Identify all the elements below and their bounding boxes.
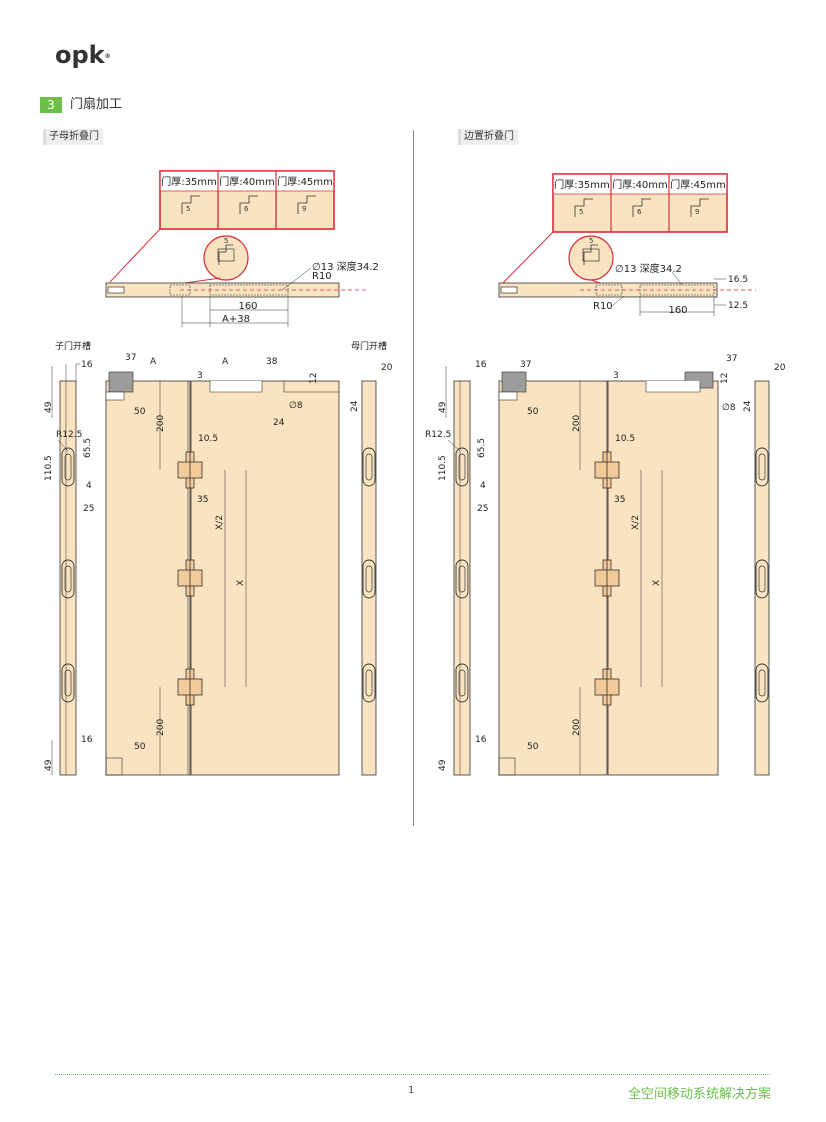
left-magnifier: 5 — [109, 228, 249, 284]
svg-text:10.5: 10.5 — [198, 434, 218, 444]
svg-text:16: 16 — [475, 735, 487, 745]
svg-text:16: 16 — [81, 735, 93, 745]
svg-text:200: 200 — [156, 719, 166, 736]
svg-text:38: 38 — [266, 357, 278, 367]
svg-text:16.5: 16.5 — [728, 275, 748, 285]
svg-text:3: 3 — [197, 371, 203, 381]
svg-text:50: 50 — [134, 742, 146, 752]
left-right-profile: 20 24 — [350, 363, 393, 776]
svg-text:24: 24 — [273, 418, 285, 428]
svg-text:49: 49 — [438, 759, 448, 771]
right-subtitle: 边置折叠门 — [458, 129, 518, 145]
detail-5: 5 — [186, 205, 190, 213]
svg-text:16: 16 — [81, 360, 93, 370]
svg-text:200: 200 — [572, 415, 582, 432]
svg-text:160: 160 — [668, 305, 687, 316]
svg-text:5: 5 — [589, 237, 593, 245]
svg-text:35: 35 — [614, 495, 625, 505]
thickness-35-label: 门厚:35mm — [161, 175, 217, 188]
svg-text:50: 50 — [134, 407, 146, 417]
svg-text:3: 3 — [613, 371, 619, 381]
right-side-profile: 16 49 R12.5 65.5 110.5 4 25 16 49 — [425, 360, 488, 776]
mag-five: 5 — [224, 237, 228, 245]
svg-text:49: 49 — [438, 401, 448, 413]
left-thickness-boxes: 门厚:35mm 门厚:40mm 门厚:45mm 5 6 9 — [159, 170, 335, 230]
svg-text:16: 16 — [475, 360, 487, 370]
svg-text:X/2: X/2 — [631, 515, 641, 530]
svg-text:9: 9 — [695, 208, 699, 216]
svg-text:A: A — [222, 357, 229, 367]
svg-text:X: X — [236, 580, 246, 586]
svg-text:50: 50 — [527, 742, 539, 752]
svg-text:X/2: X/2 — [215, 515, 225, 530]
right-door-panels: 37 3 50 37 12 ∅8 200 10.5 35 X/2 X 200 5… — [498, 354, 737, 776]
svg-text:20: 20 — [381, 363, 393, 373]
svg-text:门厚:35mm: 门厚:35mm — [554, 178, 610, 191]
section-title: 门扇加工 — [70, 97, 123, 112]
svg-text:12: 12 — [309, 373, 319, 384]
svg-text:X: X — [652, 580, 662, 586]
svg-text:200: 200 — [156, 415, 166, 432]
svg-text:110.5: 110.5 — [44, 455, 54, 481]
svg-text:4: 4 — [480, 481, 486, 491]
left-side-profile: 16 49 R12.5 65.5 110.5 4 25 16 49 — [44, 360, 94, 776]
svg-text:10.5: 10.5 — [615, 434, 635, 444]
svg-text:∅13 深度34.2: ∅13 深度34.2 — [615, 262, 682, 275]
footer-brand: 全空间移动系统解决方案 — [627, 1087, 771, 1102]
page-number: 1 — [408, 1085, 415, 1096]
svg-text:门厚:45mm: 门厚:45mm — [670, 178, 726, 191]
detail-6: 6 — [244, 205, 249, 213]
svg-text:20: 20 — [774, 363, 786, 373]
svg-text:35: 35 — [197, 495, 208, 505]
right-panel-label: 母门开槽 — [351, 340, 387, 352]
svg-text:50: 50 — [527, 407, 539, 417]
svg-text:49: 49 — [44, 401, 54, 413]
dim-r10: R10 — [312, 271, 332, 282]
right-top-strip: 160 ∅13 深度34.2 R10 16.5 12.5 — [498, 262, 756, 316]
svg-text:12: 12 — [720, 373, 730, 384]
svg-text:24: 24 — [350, 400, 360, 412]
svg-text:12.5: 12.5 — [728, 301, 748, 311]
svg-text:37: 37 — [726, 354, 737, 364]
svg-text:6: 6 — [637, 208, 642, 216]
left-panel-label: 子门开槽 — [55, 340, 91, 352]
right-thickness-boxes: 门厚:35mm 门厚:40mm 门厚:45mm 5 6 9 — [552, 173, 728, 233]
dim-a38: A+38 — [222, 314, 250, 325]
svg-text:R12.5: R12.5 — [425, 430, 451, 440]
svg-text:110.5: 110.5 — [438, 455, 448, 481]
thickness-40-label: 门厚:40mm — [219, 175, 275, 188]
svg-text:门厚:40mm: 门厚:40mm — [612, 178, 668, 191]
svg-text:24: 24 — [743, 400, 753, 412]
svg-text:37: 37 — [520, 360, 531, 370]
dim-hole: ∅13 深度34.2 — [312, 260, 379, 273]
svg-text:5: 5 — [579, 208, 583, 216]
detail-9: 9 — [302, 205, 306, 213]
svg-text:4: 4 — [86, 481, 92, 491]
svg-text:25: 25 — [83, 504, 94, 514]
left-subtitle: 子母折叠门 — [43, 129, 103, 145]
svg-text:∅8: ∅8 — [289, 401, 303, 411]
right-magnifier: 5 — [502, 231, 614, 284]
svg-text:R10: R10 — [593, 301, 613, 312]
column-divider — [413, 130, 414, 826]
dim-160: 160 — [238, 301, 257, 312]
svg-text:37: 37 — [125, 353, 136, 363]
svg-text:65.5: 65.5 — [83, 438, 93, 458]
opk-logo: opk® — [55, 41, 111, 69]
svg-text:49: 49 — [44, 759, 54, 771]
svg-text:∅8: ∅8 — [722, 403, 736, 413]
right-right-profile: 20 24 — [743, 363, 786, 776]
footer-divider — [55, 1074, 770, 1075]
section-number: 3 — [40, 97, 62, 113]
svg-text:25: 25 — [477, 504, 488, 514]
svg-text:65.5: 65.5 — [477, 438, 487, 458]
left-top-strip: 160 A+38 ∅13 深度34.2 R10 — [105, 260, 379, 327]
svg-text:200: 200 — [572, 719, 582, 736]
svg-text:A: A — [150, 357, 157, 367]
left-door-panels: 37 A A 38 3 12 50 ∅8 24 200 10.5 35 X/2 … — [105, 353, 340, 776]
svg-text:R12.5: R12.5 — [56, 430, 82, 440]
thickness-45-label: 门厚:45mm — [277, 175, 333, 188]
